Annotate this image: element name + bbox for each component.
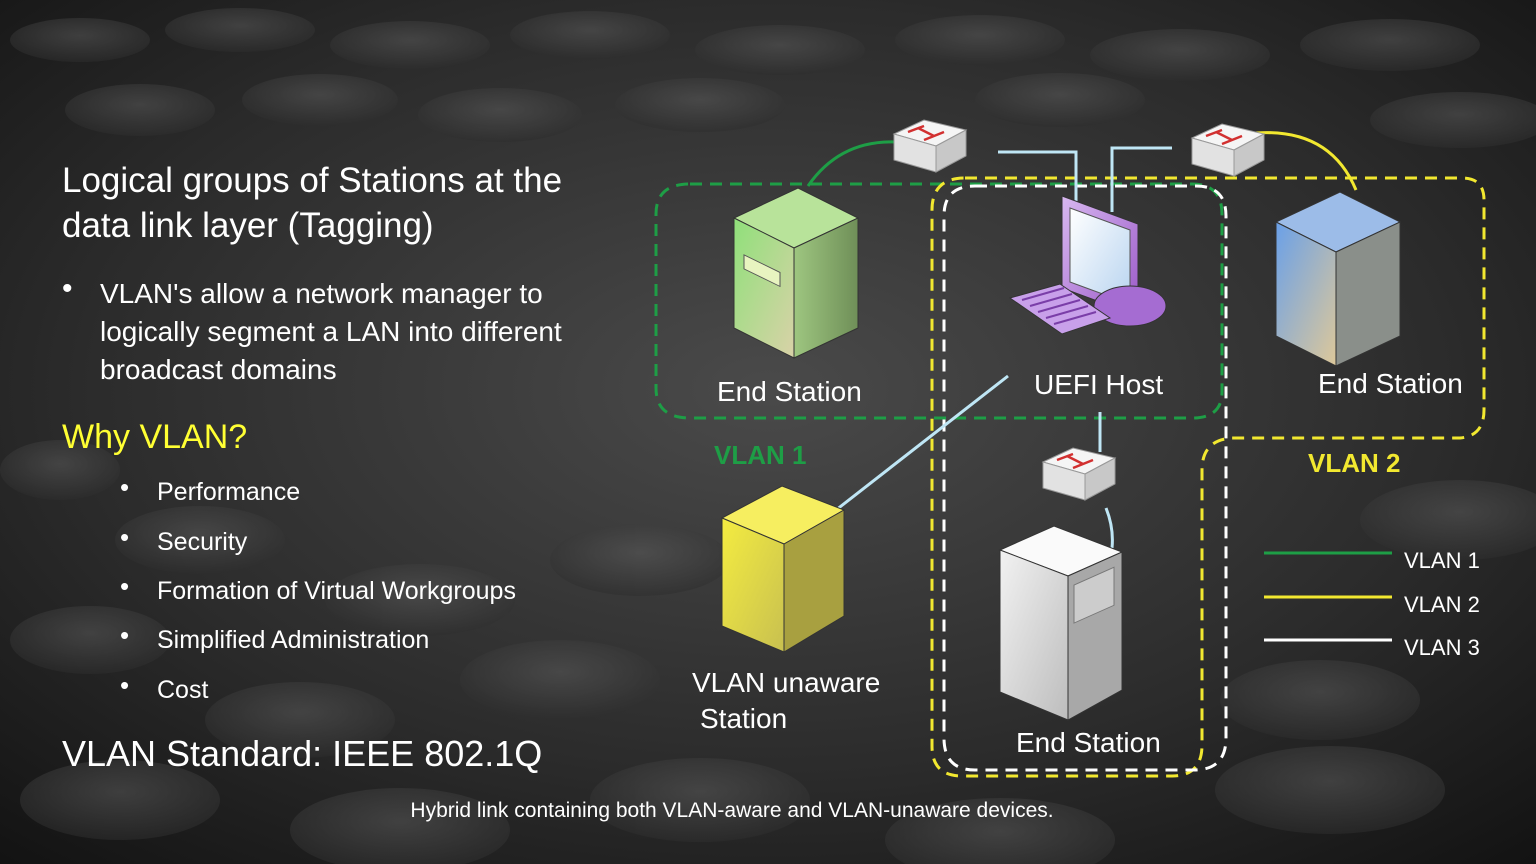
blue-server-icon xyxy=(1274,191,1402,367)
legend-label-vlan3: VLAN 3 xyxy=(1404,635,1480,660)
legend-label-vlan1: VLAN 1 xyxy=(1404,548,1480,573)
switch-icon xyxy=(1041,447,1117,501)
bullet-dot-icon: • xyxy=(62,272,73,305)
vlan3-boundary xyxy=(942,184,1228,772)
reason-label: Security xyxy=(157,528,248,556)
end-station-white-label: End Station xyxy=(1016,727,1161,758)
reason-label: Formation of Virtual Workgroups xyxy=(157,577,516,605)
vlan1-title: VLAN 1 xyxy=(714,440,807,470)
vlan-unaware-label-1: VLAN unaware xyxy=(692,667,881,698)
unaware-link xyxy=(835,374,1009,512)
reason-label: Performance xyxy=(157,478,301,506)
bullet-dot-icon: • xyxy=(120,670,130,700)
vlan2-title: VLAN 2 xyxy=(1308,448,1401,478)
green-server-icon xyxy=(732,187,860,359)
main-bullet-text: VLAN's allow a network manager to logica… xyxy=(100,278,562,385)
reason-label: Cost xyxy=(157,676,209,704)
switch-icon xyxy=(1190,123,1266,177)
bullet-dot-icon: • xyxy=(120,472,130,502)
bullet-dot-icon: • xyxy=(120,571,130,601)
vlan1-link xyxy=(806,140,897,187)
uefi-host-label: UEFI Host xyxy=(1034,369,1164,400)
vlan2-boundary xyxy=(930,176,1486,778)
end-station-green-label: End Station xyxy=(717,376,862,407)
uefi-link-a xyxy=(998,150,1078,212)
reason-label: Simplified Administration xyxy=(157,626,430,654)
uefi-link-b xyxy=(1110,146,1172,212)
why-vlan-title: Why VLAN? xyxy=(62,418,248,456)
end-station-blue-label: End Station xyxy=(1318,368,1463,399)
bullet-dot-icon: • xyxy=(120,522,130,552)
uefi-host-computer-icon xyxy=(1008,195,1167,335)
slide-heading: Logical groups of Stations at the data l… xyxy=(62,161,563,245)
white-server-icon xyxy=(998,525,1124,721)
vlan-unaware-label-2: Station xyxy=(700,703,788,734)
bullet-dot-icon: • xyxy=(120,620,130,650)
white-station-link xyxy=(1104,507,1114,549)
vlan2-link xyxy=(1255,131,1358,191)
vlan-standard: VLAN Standard: IEEE 802.1Q xyxy=(62,733,543,774)
diagram-caption: Hybrid link containing both VLAN-aware a… xyxy=(410,799,1054,822)
yellow-server-icon xyxy=(720,485,846,653)
switch-icon xyxy=(892,119,968,173)
legend-label-vlan2: VLAN 2 xyxy=(1404,592,1480,617)
